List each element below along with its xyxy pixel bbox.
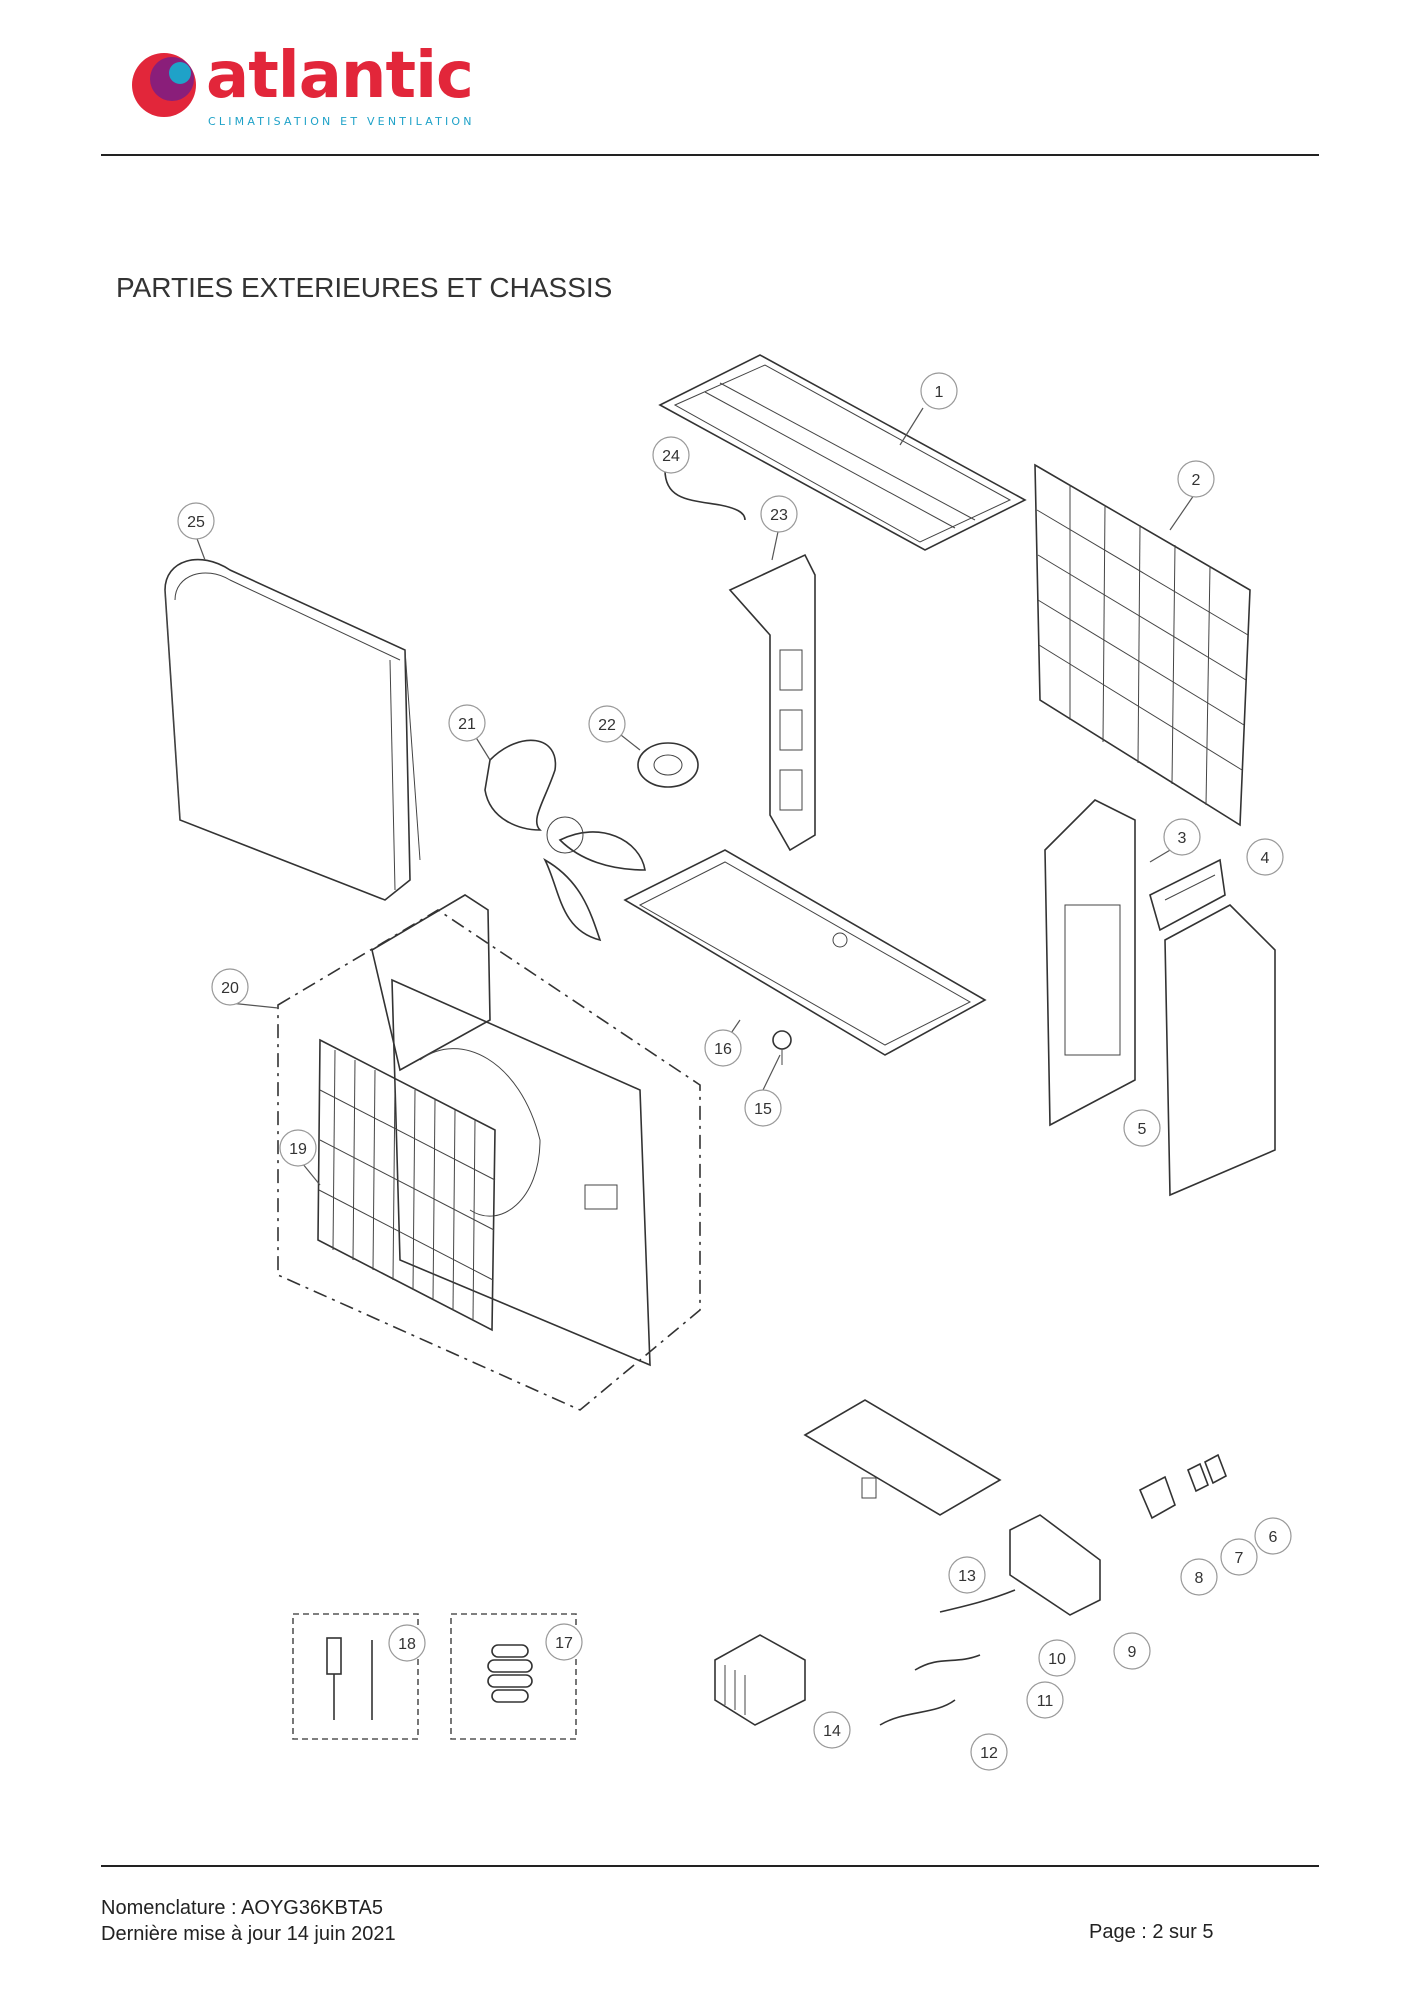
callout-13: 13	[948, 1556, 986, 1594]
svg-text:12: 12	[980, 1745, 998, 1762]
svg-text:15: 15	[754, 1101, 772, 1118]
callout-24: 24	[652, 436, 690, 474]
front-grille-part	[317, 1038, 496, 1332]
svg-text:2: 2	[1192, 472, 1201, 489]
callout-14: 14	[813, 1711, 851, 1749]
header-rule	[101, 154, 1319, 156]
footer-rule	[101, 1865, 1319, 1867]
side-cover-part	[1164, 904, 1276, 1197]
callout-19: 19	[279, 1129, 317, 1167]
sub-pcb-part	[1009, 1514, 1101, 1616]
callout-9: 9	[1113, 1632, 1151, 1670]
callout-17: 17	[545, 1623, 583, 1661]
condenser-coil-part	[164, 558, 421, 901]
svg-text:20: 20	[221, 980, 239, 997]
brand-tagline: CLIMATISATION ET VENTILATION	[208, 115, 475, 128]
leader-lines	[195, 407, 1195, 1186]
callout-15: 15	[744, 1089, 782, 1127]
svg-text:23: 23	[770, 507, 788, 524]
atlantic-logo: atlantic CLIMATISATION ET VENTILATION	[122, 39, 482, 135]
callout-12: 12	[970, 1733, 1008, 1771]
svg-text:3: 3	[1178, 830, 1187, 847]
logo-mark-icon	[132, 53, 196, 117]
svg-text:8: 8	[1195, 1570, 1204, 1587]
cable-10-part	[939, 1589, 1016, 1613]
svg-text:6: 6	[1269, 1529, 1278, 1546]
svg-text:17: 17	[555, 1635, 573, 1652]
callout-25: 25	[177, 502, 215, 540]
base-pan-part	[623, 849, 987, 1056]
callout-1: 1	[920, 372, 958, 410]
side-grille-part	[1034, 463, 1251, 827]
cable-11-part	[914, 1654, 981, 1671]
svg-text:24: 24	[662, 448, 680, 465]
callout-21: 21	[448, 704, 486, 742]
side-frame-part	[1044, 799, 1136, 1127]
callout-6: 6	[1254, 1517, 1292, 1555]
callout-11: 11	[1026, 1681, 1064, 1719]
callout-10: 10	[1038, 1639, 1076, 1677]
fan-motor-part	[637, 742, 699, 788]
callout-22: 22	[588, 705, 626, 743]
page-number: Page : 2 sur 5	[1089, 1921, 1214, 1943]
brand-name: atlantic	[206, 39, 474, 113]
svg-text:14: 14	[823, 1723, 841, 1740]
svg-text:16: 16	[714, 1041, 732, 1058]
heatsink-part	[714, 1634, 806, 1726]
nomenclature-text: Nomenclature : AOYG36KBTA5	[101, 1897, 383, 1919]
bellows-part	[487, 1644, 533, 1703]
callout-18: 18	[388, 1624, 426, 1662]
center-column-part	[728, 553, 816, 852]
callout-7: 7	[1220, 1538, 1258, 1576]
svg-text:18: 18	[398, 1636, 416, 1653]
svg-text:13: 13	[958, 1568, 976, 1585]
footer-info: Nomenclature : AOYG36KBTA5 Dernière mise…	[101, 1895, 396, 1947]
svg-text:22: 22	[598, 717, 616, 734]
svg-text:9: 9	[1128, 1644, 1137, 1661]
fan-blade-part	[484, 739, 646, 942]
svg-text:21: 21	[458, 716, 476, 733]
svg-text:5: 5	[1138, 1121, 1147, 1138]
svg-text:1: 1	[935, 384, 944, 401]
svg-text:10: 10	[1048, 1651, 1066, 1668]
bracket-part	[1149, 858, 1226, 932]
callout-5: 5	[1123, 1109, 1161, 1147]
svg-text:19: 19	[289, 1141, 307, 1158]
cabinet-part	[277, 894, 701, 1411]
callout-3: 3	[1163, 818, 1201, 856]
callout-16: 16	[704, 1029, 742, 1067]
terminal-blocks-part	[1138, 1453, 1227, 1520]
callout-4: 4	[1246, 838, 1284, 876]
section-title: PARTIES EXTERIEURES ET CHASSIS	[116, 272, 613, 303]
callout-8: 8	[1180, 1558, 1218, 1596]
valve-kit-box	[292, 1613, 419, 1740]
last-update-text: Dernière mise à jour 14 juin 2021	[101, 1923, 396, 1945]
svg-text:7: 7	[1235, 1550, 1244, 1567]
valve-kit-part	[326, 1637, 373, 1720]
callout-2: 2	[1177, 460, 1215, 498]
svg-text:25: 25	[187, 514, 205, 531]
top-panel-part	[658, 354, 1027, 551]
cable-12-part	[879, 1699, 956, 1726]
bellows-kit-box	[450, 1613, 577, 1740]
drain-plug-part	[772, 1030, 792, 1065]
svg-text:4: 4	[1261, 850, 1270, 867]
main-pcb-part	[803, 1399, 1002, 1516]
svg-text:11: 11	[1037, 1693, 1054, 1710]
sensor-cable-part	[664, 469, 746, 521]
callout-20: 20	[211, 968, 249, 1006]
callout-23: 23	[760, 495, 798, 533]
